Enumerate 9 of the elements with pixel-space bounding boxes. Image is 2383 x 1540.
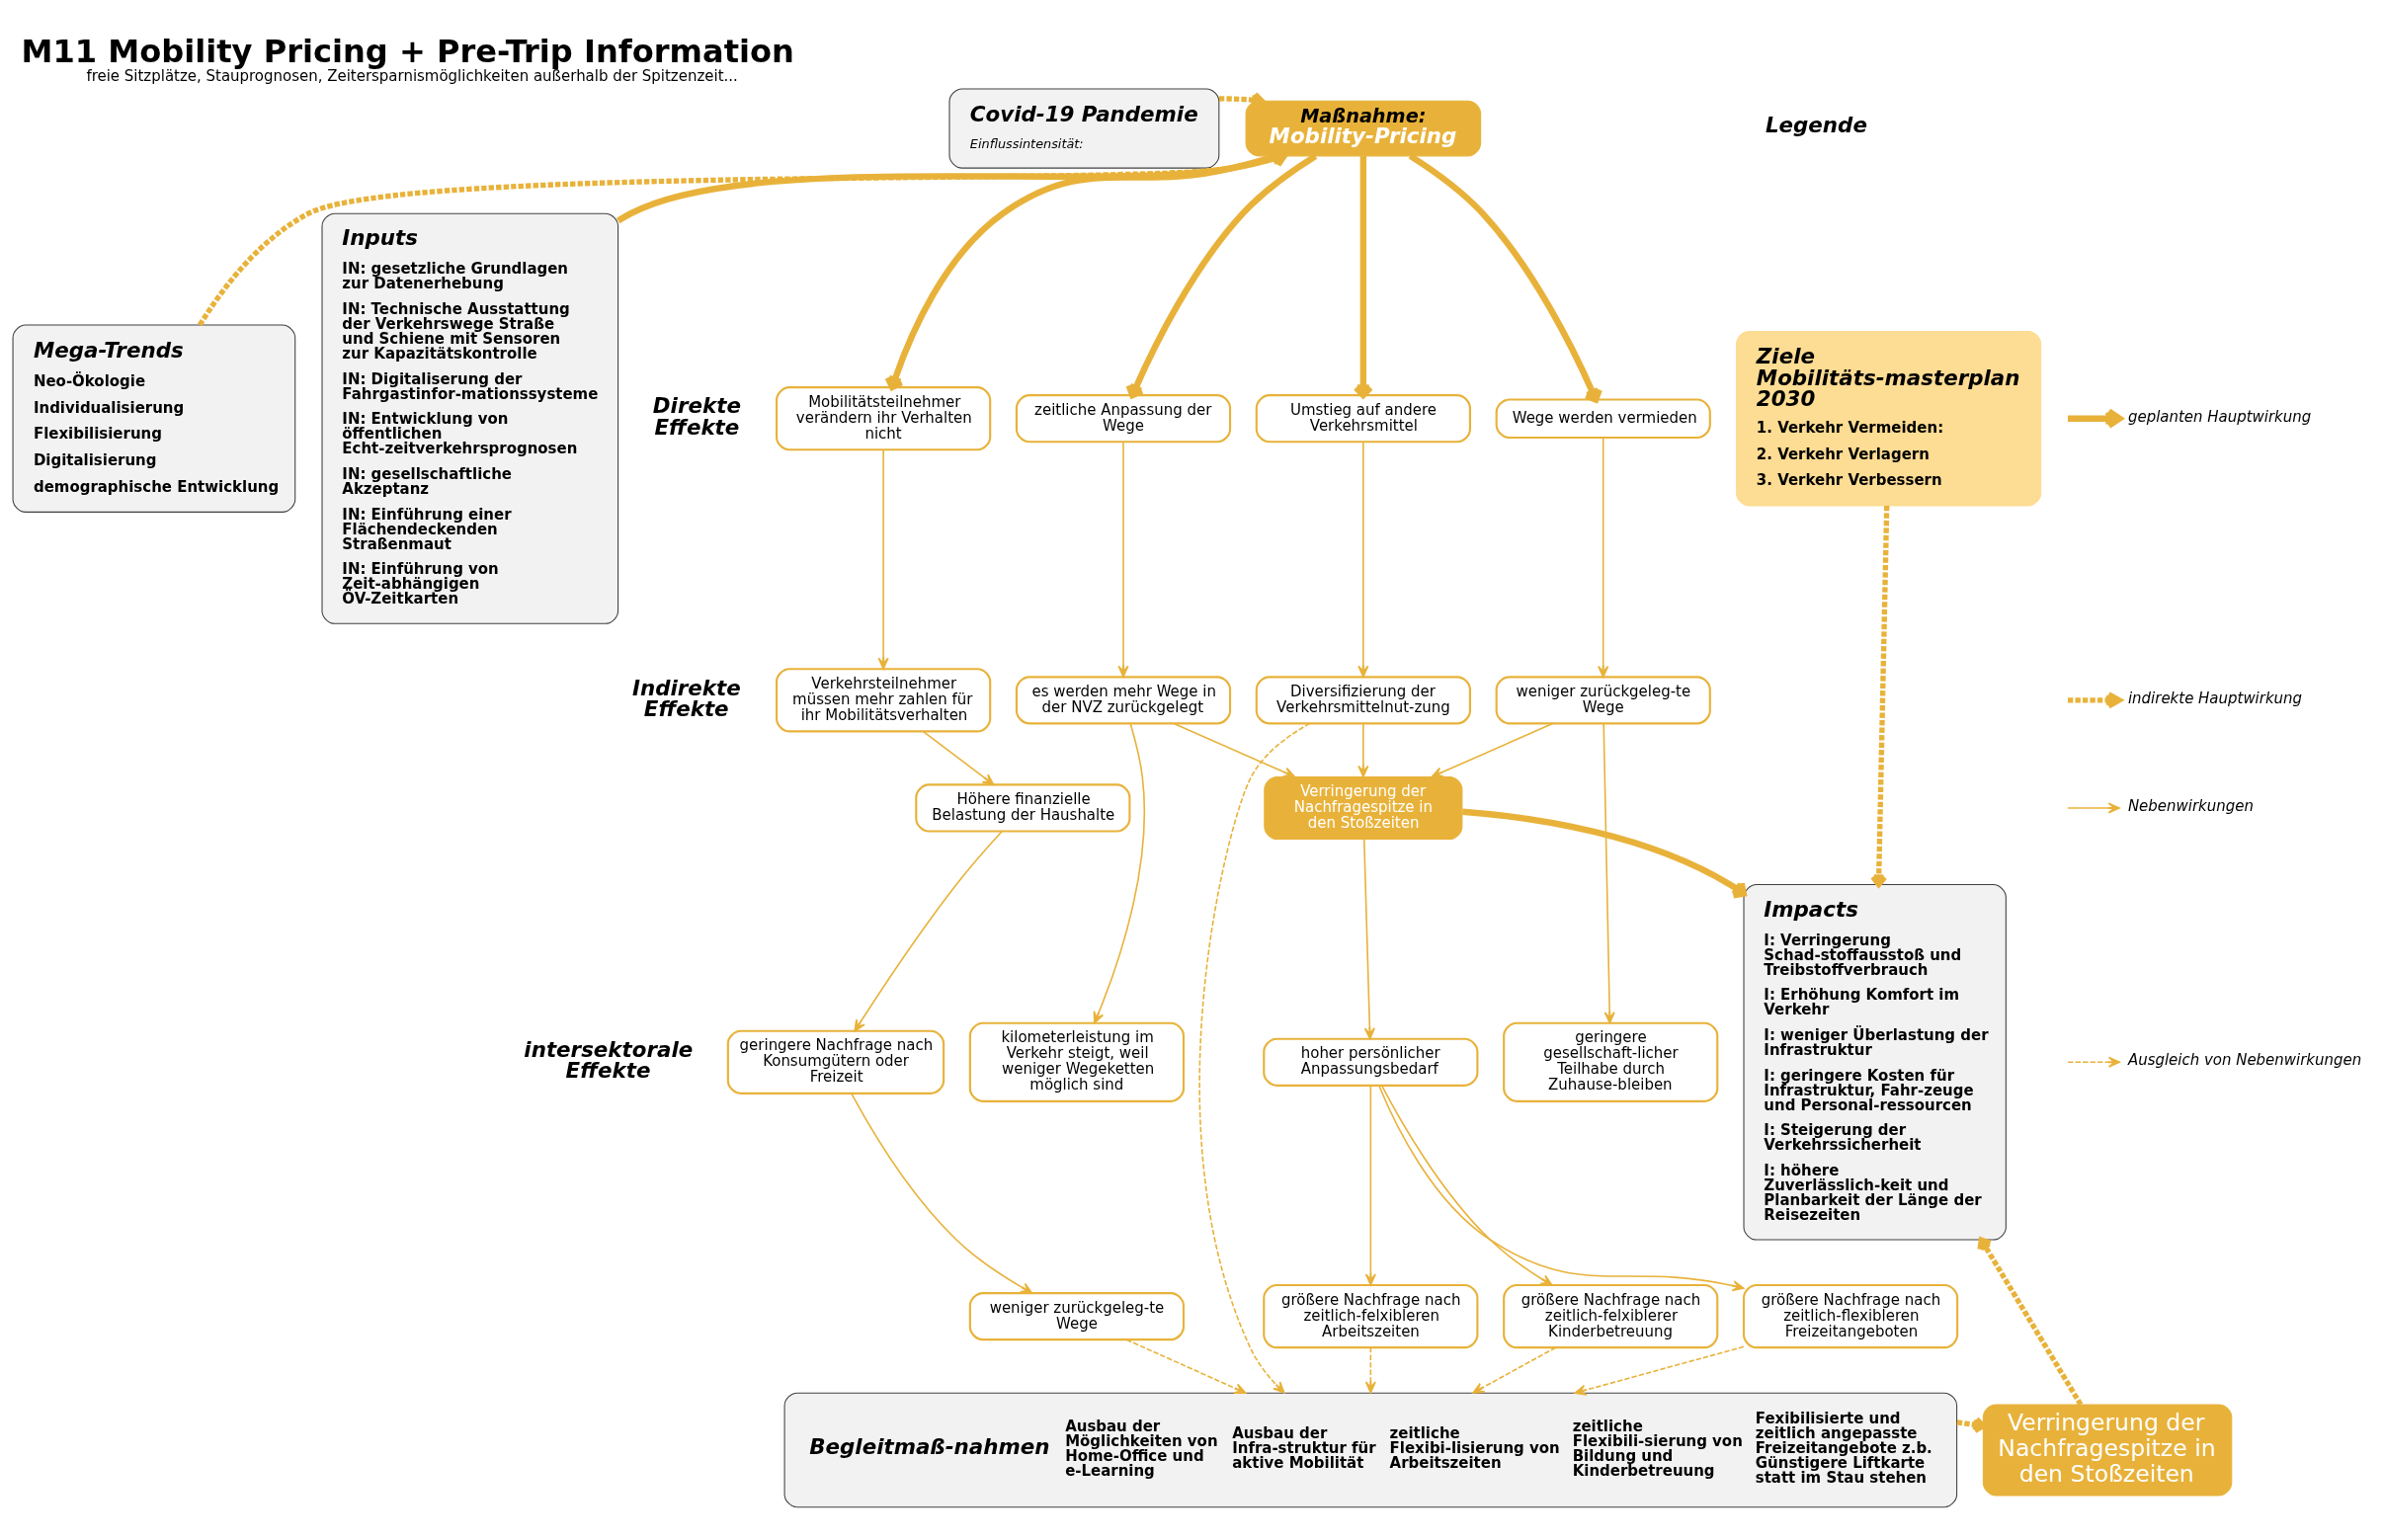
legend-label: geplanten Hauptwirkung	[2127, 407, 2312, 426]
legend-label: indirekte Hauptwirkung	[2127, 689, 2303, 707]
label: Direkte Effekte	[652, 392, 741, 440]
legend-label: Ausgleich von Nebenwirkungen	[2127, 1050, 2362, 1069]
label: intersektorale Effekte	[524, 1036, 694, 1083]
legend-label: Nebenwirkungen	[2127, 796, 2254, 815]
diagram-title: M11 Mobility Pricing + Pre-Trip Information	[21, 32, 794, 70]
label: Indirekte Effekte	[632, 675, 741, 721]
label: Legende	[1765, 112, 1867, 137]
